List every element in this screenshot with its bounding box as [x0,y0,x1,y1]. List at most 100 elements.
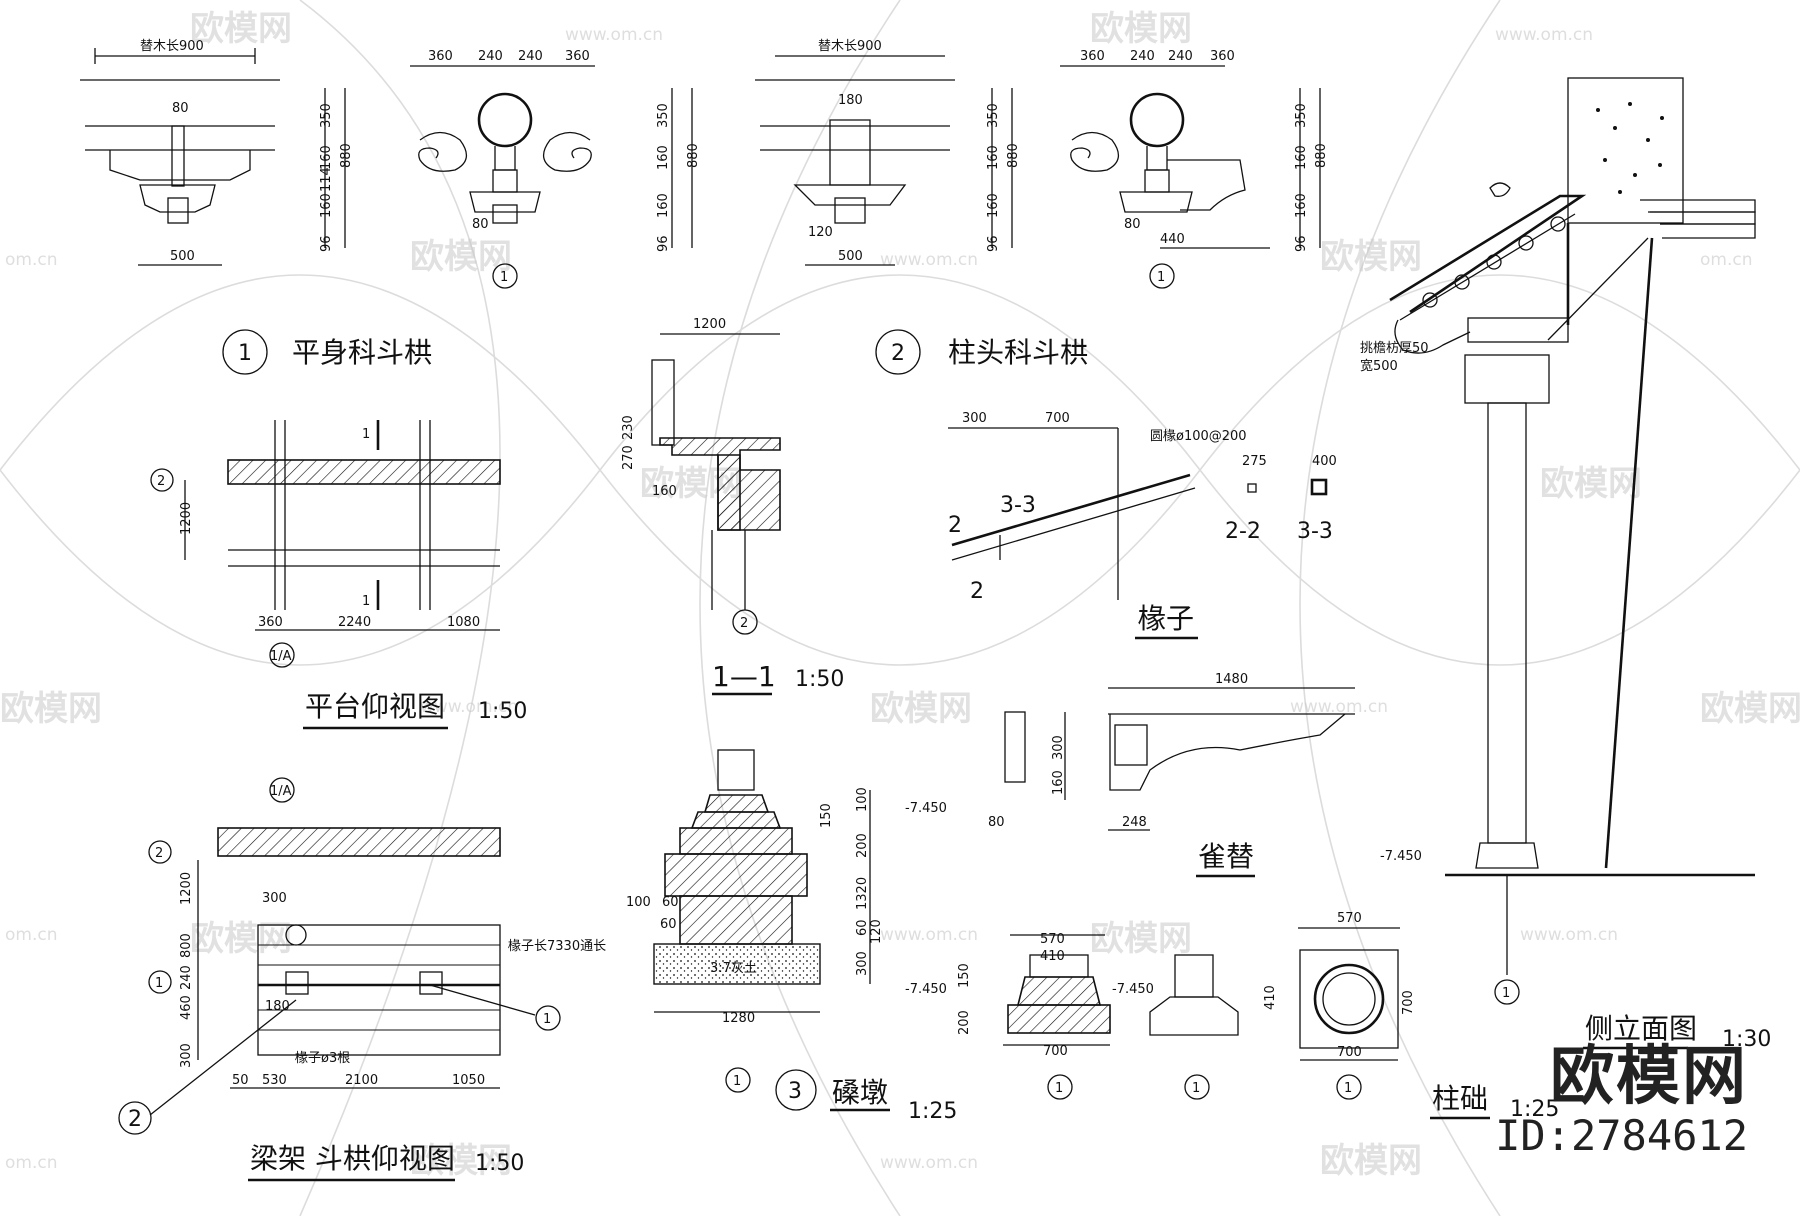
section-title: 梁架 斗栱仰视图 [250,1142,455,1175]
dim-350: 350 [656,103,671,128]
dim-460: 460 [179,995,194,1020]
elevation-mark: -7.450 [1380,849,1422,864]
dim-160: 160 [652,484,677,499]
dim-160: 160 [319,145,334,170]
watermark-url: om.cn [5,250,58,270]
elevation-mark: -7.450 [905,982,947,997]
watermark-url: om.cn [1700,250,1753,270]
section-title: 雀替 [1198,840,1254,873]
dim-160: 160 [986,193,1001,218]
dim-1480: 1480 [1215,672,1248,687]
bracket-set-2-front-vdims: 350 160 160 96 880 [1294,88,1329,252]
dim-beam-length: 替木长900 [140,39,204,54]
section-title: 平台仰视图 [305,690,445,723]
watermark-url: www.om.cn [880,250,978,270]
dim-240: 240 [179,965,194,990]
eave-note: 挑檐枋厚50 [1360,340,1429,356]
watermark-url: www.om.cn [880,925,978,945]
elevation-mark: -7.450 [905,801,947,816]
dim-300: 300 [262,891,287,906]
dim-50: 50 [232,1073,249,1088]
dim-800: 800 [179,933,194,958]
dim-2100: 2100 [345,1073,378,1088]
dim-2240: 2240 [338,615,371,630]
title-bracket-1: 1 平身科斗栱 [222,329,432,375]
pier-foundation: 3:7灰土 100 200 1320 60 120 300 150 -7.450… [626,749,957,1124]
section-mark: 2 [970,579,984,604]
dim-400: 400 [1312,454,1337,469]
brand-footer: 欧模网 ID:2784612 [1495,1045,1748,1164]
brand-logo: 欧模网 [1550,1040,1748,1115]
dim-350: 350 [319,103,334,128]
dim-160: 160 [656,193,671,218]
dim-300: 300 [962,411,987,426]
axis-marker: 1 [1502,986,1510,1001]
dim-240: 240 [518,49,543,64]
elevation-mark: -7.450 [1112,982,1154,997]
watermark-url: om.cn [5,1153,58,1173]
dim-150: 150 [819,803,834,828]
section-mark: 1 [362,427,370,442]
watermark-brand: 欧模网 [410,1141,512,1181]
axis-marker: 2 [157,474,165,489]
dim-240: 240 [1168,49,1193,64]
dim-160: 160 [986,145,1001,170]
watermark-brand: 欧模网 [190,919,292,959]
dim-180: 180 [838,93,863,108]
dim-96: 96 [319,235,334,252]
bracket-set-2-front: 360 240 240 360 440 1 80 [1060,49,1270,289]
dim-200: 200 [957,1010,972,1035]
section-scale: 1:50 [478,699,527,724]
dim-248: 248 [1122,815,1147,830]
bracket-set-1-vdims: 350 160 114 160 96 880 [319,88,354,252]
section-title: 柱础 [1432,1082,1488,1115]
dim-570: 570 [1040,932,1065,947]
watermark-brand: 欧模网 [1700,689,1800,729]
dim-100: 100 [626,895,651,910]
axis-marker: 1 [543,1012,551,1027]
dim-410: 410 [1263,985,1278,1010]
rafter-note: 圆椽ø100@200 [1150,429,1247,444]
dim-60: 60 [660,917,677,932]
bracket-queti: 1480 248 300 160 80 雀替 [988,672,1355,878]
watermark-url: www.om.cn [1495,25,1593,45]
rafter-note: 椽子长7330通长 [508,939,606,954]
dim-360: 360 [258,615,283,630]
section-scale: 1:30 [1722,1027,1771,1052]
dim-270: 270 [621,445,636,470]
watermark-url: www.om.cn [880,1153,978,1173]
axis-marker: 1/A [270,784,292,799]
dim-160: 160 [1294,145,1309,170]
section-title: 平身科斗栱 [292,336,432,369]
dim-300: 300 [179,1043,194,1068]
axis-marker: 1 [1157,270,1165,285]
dim-80: 80 [472,217,489,232]
rafter-detail: 300 700 圆椽ø100@200 2 2 3-3 275 400 2-2 3… [948,411,1337,640]
watermark-brand: 欧模网 [410,237,512,277]
dim-530: 530 [262,1073,287,1088]
axis-marker: 2 [740,616,748,631]
axis-marker: 1 [1192,1081,1200,1096]
beam-frame-plan: 1/A 2 1 1200 800 240 460 300 300 180 椽子长… [118,777,606,1182]
dim-96: 96 [1294,235,1309,252]
dim-160: 160 [1051,770,1066,795]
bracket-set-2-vdims: 350 160 160 96 880 [986,88,1021,252]
watermark-brand: 欧模网 [1320,237,1422,277]
dim-120: 120 [808,225,833,240]
watermark-url: www.om.cn [565,25,663,45]
column-base: 570 410 700 -7.450 150 200 1 -7.450 1 57… [905,911,1559,1122]
axis-marker: 1/A [270,649,292,664]
section-title: 1—1 [712,660,776,693]
dim-160: 160 [319,193,334,218]
dim-96: 96 [656,235,671,252]
watermark-brand: 欧模网 [1320,1141,1422,1181]
bracket-set-2-side: 替木长900 500 180 120 [755,39,955,266]
dim-1200: 1200 [179,502,194,535]
dim-150: 150 [957,963,972,988]
watermark-brand: 欧模网 [1090,9,1192,49]
dim-114: 114 [319,167,334,192]
dim-570: 570 [1337,911,1362,926]
section-mark: 2 [948,513,962,538]
dim-360: 360 [428,49,453,64]
axis-marker: 1 [155,976,163,991]
